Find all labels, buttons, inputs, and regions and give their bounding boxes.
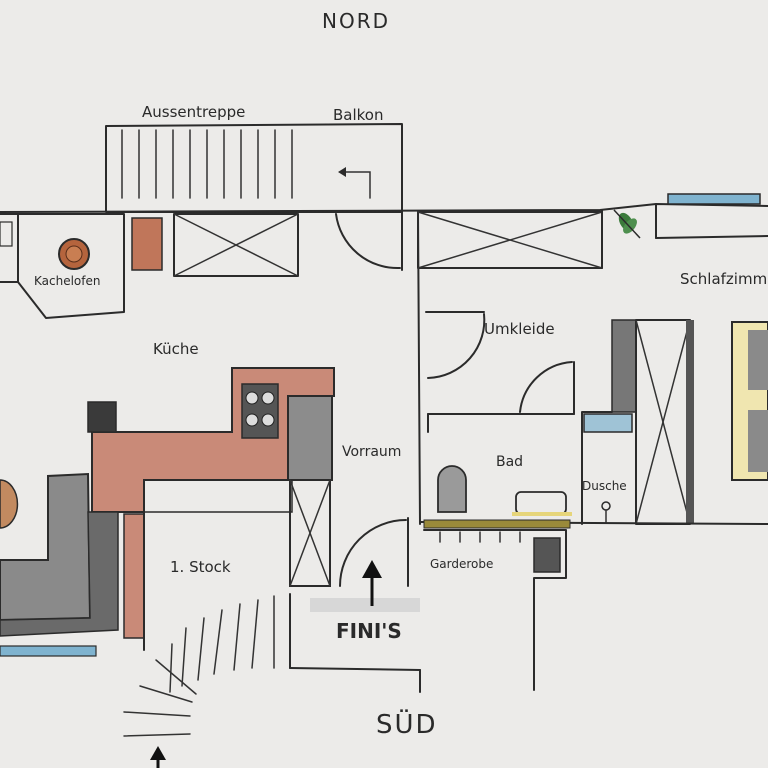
dressing-room-label: Umkleide — [484, 320, 555, 338]
north-wall — [0, 203, 768, 213]
south-arrow-icon — [150, 746, 166, 768]
balcony-label: Balkon — [333, 106, 384, 124]
dressing-room-cabinet — [417, 211, 603, 269]
north-label: NORD — [322, 9, 390, 33]
bedroom-label: Schlafzimm — [680, 270, 767, 288]
window-west — [0, 645, 97, 657]
shower-label: Dusche — [582, 479, 627, 493]
balcony-door — [335, 211, 403, 271]
kitchen-wall-cabinet — [173, 213, 299, 277]
outdoor-stairs-label: Aussentreppe — [142, 103, 245, 121]
tiled-stove-label: Kachelofen — [34, 274, 101, 288]
sofa — [0, 472, 119, 637]
kitchen-label: Küche — [153, 340, 199, 358]
entrance-arrow-icon — [362, 560, 382, 606]
sink-icon — [512, 491, 572, 516]
kitchen-counter — [87, 367, 335, 513]
window-north-east — [667, 193, 761, 205]
toilet-icon — [437, 465, 467, 513]
stove-alcove — [17, 213, 125, 319]
cooktop-icon — [241, 383, 279, 439]
entrance-label: FINI'S — [336, 619, 402, 643]
plant-icon — [613, 209, 641, 239]
hallway-label: Vorraum — [342, 444, 401, 460]
bathroom-label: Bad — [496, 454, 523, 470]
wardrobe-rack — [423, 529, 567, 691]
south-label: SÜD — [376, 708, 438, 740]
cabinet-brown — [131, 217, 163, 271]
outdoor-stairs-block — [105, 123, 403, 213]
entrance-door — [339, 517, 409, 587]
shower-drain-icon — [601, 501, 611, 511]
spiral-staircase — [123, 593, 421, 737]
wardrobe-label: Garderobe — [430, 557, 493, 571]
first-floor-label: 1. Stock — [170, 558, 231, 576]
